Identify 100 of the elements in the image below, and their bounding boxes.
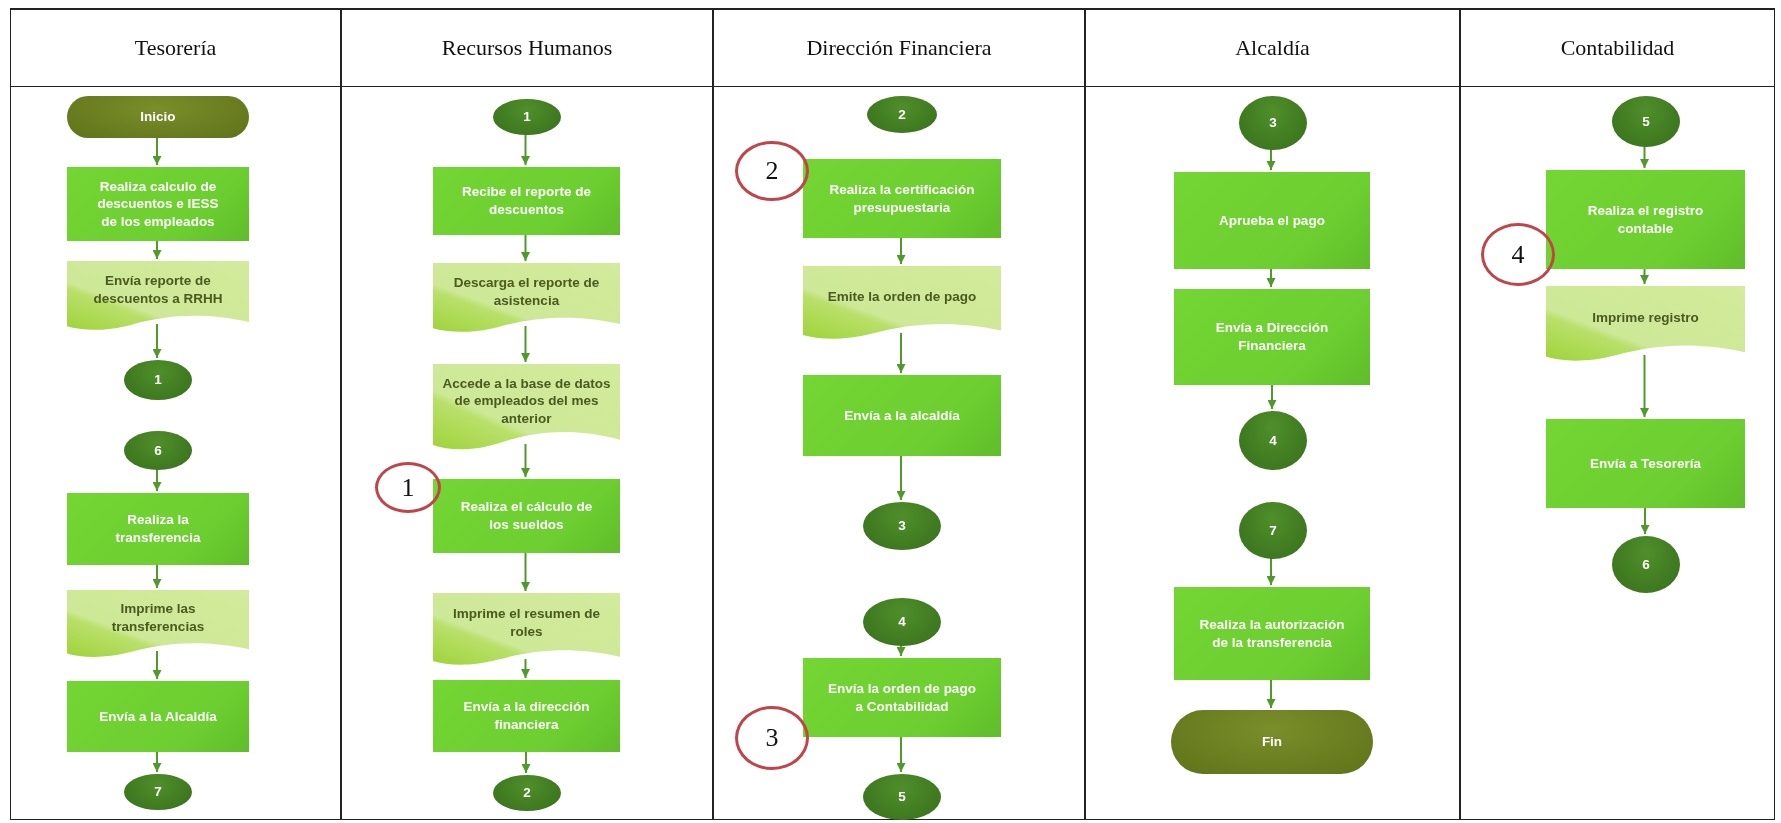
process-box xyxy=(803,658,1001,737)
document-shape xyxy=(433,263,620,334)
process-box xyxy=(1546,419,1745,508)
arrow xyxy=(152,323,162,359)
connector-number: 5 xyxy=(898,788,906,806)
arrow xyxy=(152,238,162,260)
connector-number: 7 xyxy=(1269,521,1277,540)
callout-number: 4 xyxy=(1511,238,1525,271)
step-label: Realiza la autorización de la transferencia xyxy=(1198,615,1346,652)
step-label: Imprime el resumen de roles xyxy=(451,605,602,641)
step-label: Accede a la base de datos de empleados del mes anterior xyxy=(441,374,612,428)
step-label: Imprime las transferencias xyxy=(110,599,206,636)
connector-number: 6 xyxy=(1642,555,1650,574)
connector-number: 6 xyxy=(154,441,162,460)
step-label: Realiza la certificación presupuestaria xyxy=(828,180,976,217)
connector-number: 4 xyxy=(898,613,906,631)
arrow xyxy=(896,643,906,657)
step-label: Envía reporte de descuentos a RRHH xyxy=(92,271,224,308)
arrow xyxy=(521,658,530,679)
swimlane xyxy=(1460,8,1775,820)
connector-number: 7 xyxy=(154,783,162,801)
arrow xyxy=(1640,144,1649,169)
document-shape xyxy=(67,261,249,332)
connector-number: 5 xyxy=(1642,112,1650,131)
document-shape xyxy=(67,590,249,659)
arrow xyxy=(521,232,530,262)
arrow xyxy=(1266,556,1276,586)
step-label: Recibe el reporte de descuentos xyxy=(460,183,593,219)
arrow xyxy=(896,235,906,265)
arrow xyxy=(521,550,530,592)
process-box xyxy=(433,479,620,553)
swimlane xyxy=(341,8,713,820)
process-box xyxy=(433,680,620,752)
arrow xyxy=(152,562,162,589)
process-box xyxy=(433,167,620,235)
arrow xyxy=(521,132,530,166)
arrow xyxy=(1267,382,1277,410)
arrow xyxy=(896,453,906,501)
connector-number: 2 xyxy=(898,105,906,124)
arrow xyxy=(1640,266,1649,285)
step-label: Envía a Dirección Financiera xyxy=(1214,319,1330,355)
connector-circle xyxy=(493,99,561,135)
step-label: Envía la orden de pago a Contabilidad xyxy=(827,679,977,716)
process-box xyxy=(67,167,249,241)
callout-number: 2 xyxy=(765,155,779,188)
callout-circle xyxy=(1481,223,1555,286)
step-label: Envía a la dirección financiera xyxy=(462,698,591,734)
step-label: Descarga el reporte de asistencia xyxy=(452,273,601,310)
swimlane xyxy=(1085,8,1460,820)
callout-number: 3 xyxy=(765,722,779,755)
connector-circle xyxy=(124,360,192,400)
process-box xyxy=(1174,172,1370,269)
document-shape xyxy=(433,364,620,452)
process-box xyxy=(803,375,1001,456)
arrow xyxy=(1640,354,1649,418)
arrow xyxy=(896,332,906,374)
connector-number: 2 xyxy=(523,784,531,802)
arrow xyxy=(1266,677,1276,709)
step-label: Fin xyxy=(1261,733,1283,751)
step-label: Envía a la alcaldía xyxy=(844,406,960,425)
connector-circle xyxy=(124,774,192,810)
step-label: Realiza calculo de descuentos e IESS de los empleados xyxy=(96,177,220,231)
step-label: Envía a Tesorería xyxy=(1590,454,1701,473)
arrow xyxy=(896,734,906,773)
document-shape xyxy=(433,593,620,667)
lane-heading: Alcaldía xyxy=(1235,35,1310,61)
document-shape xyxy=(803,266,1001,341)
process-box xyxy=(1174,587,1370,680)
lane-heading: Tesorería xyxy=(134,35,217,61)
step-label: Emite la orden de pago xyxy=(827,287,977,306)
process-box xyxy=(1546,170,1745,269)
connector-number: 3 xyxy=(898,517,906,535)
step-label: Realiza el registro contable xyxy=(1586,201,1705,238)
callout-number: 1 xyxy=(401,471,415,504)
arrow xyxy=(1266,147,1276,171)
arrow xyxy=(521,443,530,478)
swimlane xyxy=(713,8,1085,820)
lane-heading: Contabilidad xyxy=(1560,35,1675,61)
arrow xyxy=(1266,266,1276,288)
connector-number: 1 xyxy=(154,371,162,389)
lane-heading: Recursos Humanos xyxy=(441,35,613,61)
connector-number: 4 xyxy=(1269,431,1277,450)
step-label: Imprime registro xyxy=(1592,308,1699,327)
document-shape xyxy=(1546,286,1745,363)
step-label: Realiza la transferencia xyxy=(114,511,202,547)
step-label: Realiza el cálculo de los sueldos xyxy=(459,498,594,534)
arrow xyxy=(152,650,162,680)
step-label: Envía a la Alcaldía xyxy=(99,707,217,726)
step-label: Aprueba el pago xyxy=(1219,211,1325,230)
step-label: Inicio xyxy=(140,108,176,126)
arrow xyxy=(152,135,162,166)
connector-number: 1 xyxy=(523,108,531,126)
process-box xyxy=(67,681,249,752)
process-box xyxy=(803,159,1001,238)
lane-heading: Dirección Financiera xyxy=(806,35,992,61)
arrow xyxy=(152,749,162,773)
arrow xyxy=(1640,505,1650,535)
arrow xyxy=(152,467,162,492)
process-box xyxy=(67,493,249,565)
swimlane xyxy=(10,8,341,820)
